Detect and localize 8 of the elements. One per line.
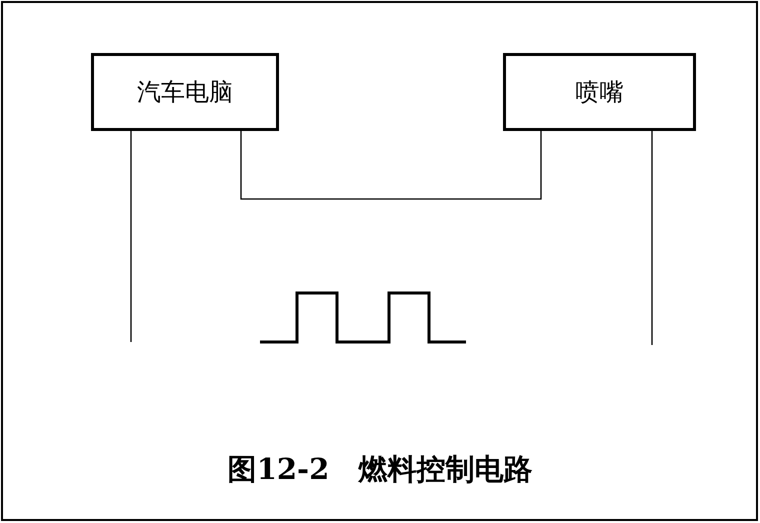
component-box xyxy=(91,53,279,131)
component-box xyxy=(503,53,696,131)
figure-caption: 图12-2 燃料控制电路 xyxy=(228,451,532,488)
box-label: 喷嘴 xyxy=(576,77,624,108)
wire xyxy=(130,131,132,342)
box-label: 汽车电脑 xyxy=(137,77,233,108)
wire xyxy=(651,131,653,345)
wire xyxy=(240,131,542,200)
